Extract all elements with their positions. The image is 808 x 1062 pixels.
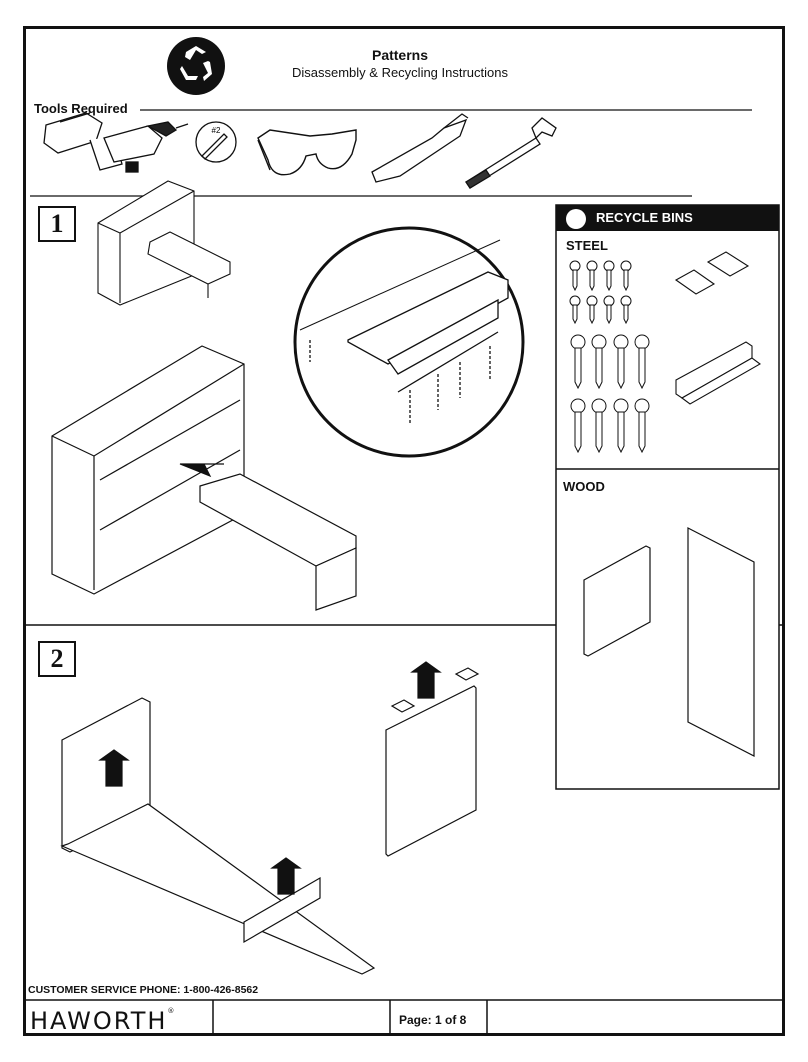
steel-bracket	[675, 341, 761, 405]
step2-right-illustration	[385, 661, 480, 857]
step1-main-illustration	[51, 345, 357, 611]
knife-icon	[371, 113, 469, 183]
tools-required-label: Tools Required	[34, 101, 128, 116]
steel-label: STEEL	[566, 238, 608, 253]
haworth-logo: HAWORTH®	[30, 1007, 174, 1035]
registered-mark: ®	[167, 1007, 175, 1015]
bracket-detail-zoom	[293, 226, 525, 458]
document-title: Patterns	[371, 47, 429, 63]
page-number: Page: 1 of 8	[399, 1013, 467, 1027]
recycle-bins-title: RECYCLE BINS	[596, 210, 693, 225]
step1-overview-illustration	[97, 180, 231, 306]
recycle-small-icon	[566, 209, 586, 229]
bit-icon	[195, 121, 237, 163]
document-subtitle: Disassembly & Recycling Instructions	[291, 65, 509, 80]
hammer-icon	[465, 117, 557, 189]
bit-label: #2	[212, 126, 221, 135]
recycle-logo-icon	[167, 37, 225, 95]
steel-screws-small	[569, 260, 632, 325]
step-1-badge: 1	[38, 206, 76, 242]
wood-panels	[583, 527, 755, 757]
wood-label: WOOD	[563, 479, 605, 494]
steel-plates	[674, 251, 750, 295]
step-2-badge: 2	[38, 641, 76, 677]
recycle-bins-header: RECYCLE BINS	[556, 205, 779, 231]
drill-icon	[43, 112, 189, 173]
page-frame	[23, 26, 785, 1036]
brand-name: HAWORTH	[30, 1007, 168, 1035]
steel-screws-long	[570, 334, 650, 454]
glasses-icon	[257, 129, 357, 176]
customer-service-phone: CUSTOMER SERVICE PHONE: 1-800-426-8562	[28, 984, 259, 996]
step2-left-illustration	[60, 697, 376, 975]
